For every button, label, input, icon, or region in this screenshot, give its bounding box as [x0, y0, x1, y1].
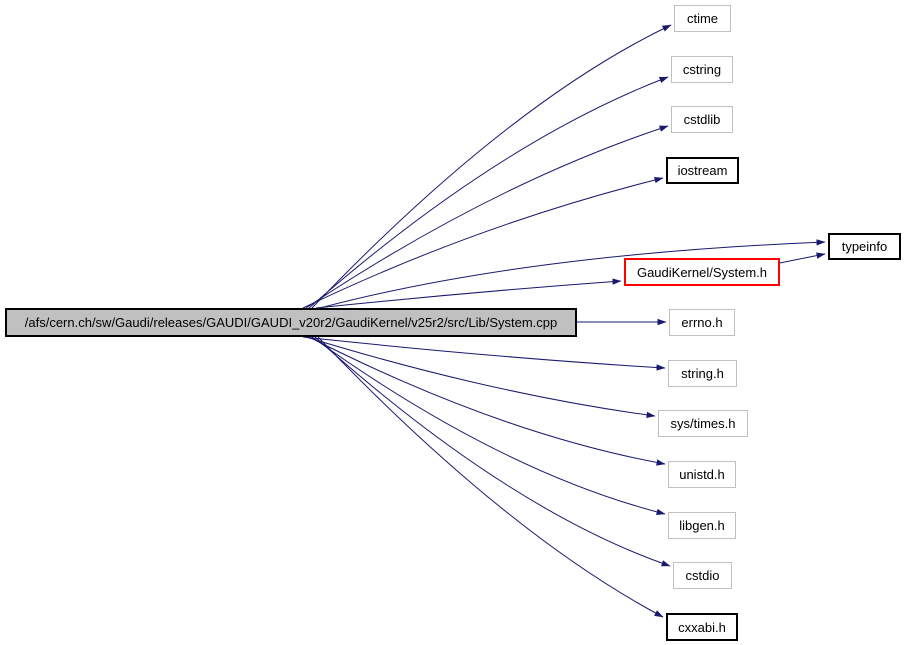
- edge-system-cpp-to-ctime: [311, 24, 672, 309]
- edge-gaudikernel-system-h-to-typeinfo: [779, 252, 826, 264]
- edge-system-cpp-to-cstdio: [314, 336, 671, 567]
- node-sys-times-h: sys/times.h: [658, 410, 748, 437]
- node-libgen-h: libgen.h: [668, 512, 736, 539]
- node-unistd-h: unistd.h: [668, 461, 736, 488]
- edge-system-cpp-to-libgen-h: [311, 336, 666, 516]
- node-system-cpp: /afs/cern.ch/sw/Gaudi/releases/GAUDI/GAU…: [5, 308, 577, 337]
- node-iostream[interactable]: iostream: [666, 157, 739, 184]
- edge-system-cpp-to-sys-times-h: [305, 336, 656, 419]
- edge-system-cpp-to-cstring: [308, 76, 669, 309]
- edge-system-cpp-to-unistd-h: [308, 336, 666, 466]
- edge-system-cpp-to-cstdlib: [305, 125, 669, 309]
- node-typeinfo[interactable]: typeinfo: [828, 233, 901, 260]
- node-ctime: ctime: [674, 5, 731, 32]
- node-cstring: cstring: [671, 56, 733, 83]
- edge-system-cpp-to-string-h: [302, 336, 666, 371]
- node-cstdio: cstdio: [673, 562, 732, 589]
- node-gaudikernel-system-h[interactable]: GaudiKernel/System.h: [624, 258, 780, 286]
- node-cxxabi-h[interactable]: cxxabi.h: [666, 613, 738, 641]
- edge-system-cpp-to-gaudikernel-system-h: [315, 278, 622, 309]
- node-errno-h: errno.h: [669, 309, 735, 336]
- edge-system-cpp-to-iostream: [302, 176, 664, 309]
- edge-system-cpp-to-cxxabi-h: [317, 336, 664, 618]
- node-string-h: string.h: [668, 360, 737, 387]
- node-cstdlib: cstdlib: [671, 106, 733, 133]
